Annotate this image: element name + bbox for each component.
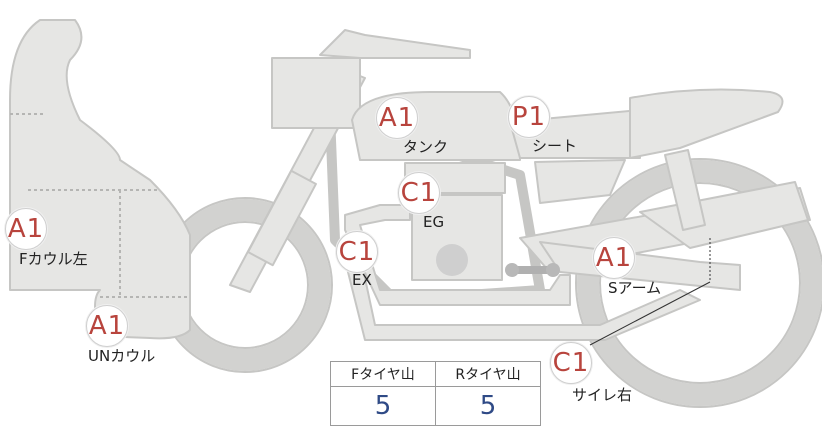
seat-label: シート [532, 137, 578, 155]
tyre-tread-table: Fタイヤ山 Rタイヤ山 5 5 [330, 361, 541, 426]
silencer-label: サイレ右 [572, 386, 633, 404]
front-cowl-grade-badge: A1 [5, 208, 47, 250]
rear-tyre-value: 5 [435, 386, 541, 426]
front-cowl [9, 19, 191, 340]
seat-grade-badge: P1 [508, 96, 550, 138]
silencer-grade-badge: C1 [550, 342, 592, 384]
front-tyre-value: 5 [330, 386, 436, 426]
engine-grade-badge: C1 [398, 172, 440, 214]
rear-wheel [577, 160, 822, 406]
under-cowl-label: UNカウル [88, 347, 156, 365]
engine-label: EG [423, 213, 445, 231]
rear-tyre-header: Rタイヤ山 [435, 361, 541, 387]
exhaust-label: EX [352, 271, 372, 289]
front-cowl-label: Fカウル左 [19, 250, 88, 268]
tank-label: タンク [403, 138, 449, 156]
front-tyre-header: Fタイヤ山 [330, 361, 436, 387]
swingarm-label: Sアーム [608, 279, 662, 297]
tank-grade-badge: A1 [376, 97, 418, 139]
exhaust-grade-badge: C1 [336, 231, 378, 273]
under-cowl-grade-badge: A1 [86, 305, 128, 347]
leader-lines [589, 238, 711, 346]
swingarm-grade-badge: A1 [593, 237, 635, 279]
